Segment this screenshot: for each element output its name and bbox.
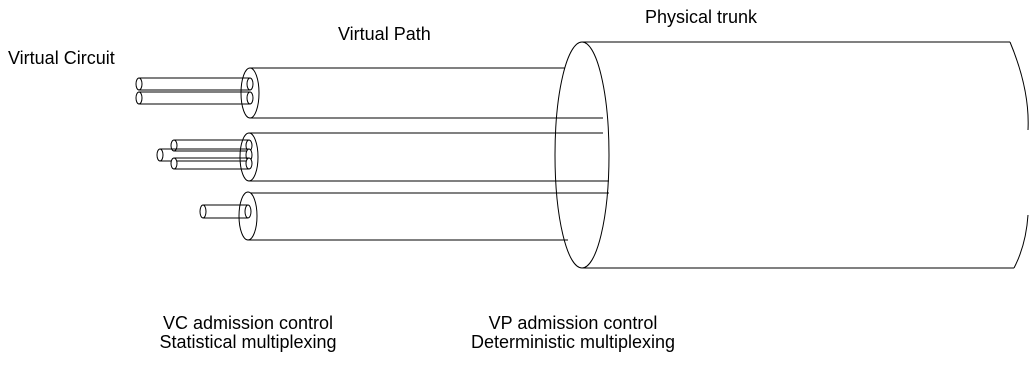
- virtual-path-3: [238, 191, 609, 241]
- deterministic-multiplexing-text: Deterministic multiplexing: [470, 332, 676, 352]
- virtual-path-2: [239, 132, 609, 182]
- vp-admission-control-text: VP admission control: [488, 313, 658, 333]
- virtual-circuit-3a: [199, 204, 252, 219]
- virtual-circuit-2c: [170, 157, 253, 170]
- statistical-multiplexing-text: Statistical multiplexing: [159, 332, 337, 352]
- physical-trunk-entrance: [554, 41, 610, 269]
- virtual-circuit-label: Virtual Circuit: [8, 48, 115, 68]
- virtual-path-1: [240, 67, 603, 119]
- vp-caption: VP admission control Deterministic multi…: [448, 314, 698, 352]
- vc-caption: VC admission control Statistical multipl…: [128, 314, 368, 352]
- vc-admission-control-text: VC admission control: [162, 313, 334, 333]
- virtual-circuit-1b: [135, 91, 254, 105]
- physical-trunk: [582, 41, 1029, 269]
- virtual-path-label: Virtual Path: [338, 24, 431, 44]
- physical-trunk-label: Physical trunk: [645, 7, 758, 27]
- virtual-circuit-1a: [135, 77, 254, 91]
